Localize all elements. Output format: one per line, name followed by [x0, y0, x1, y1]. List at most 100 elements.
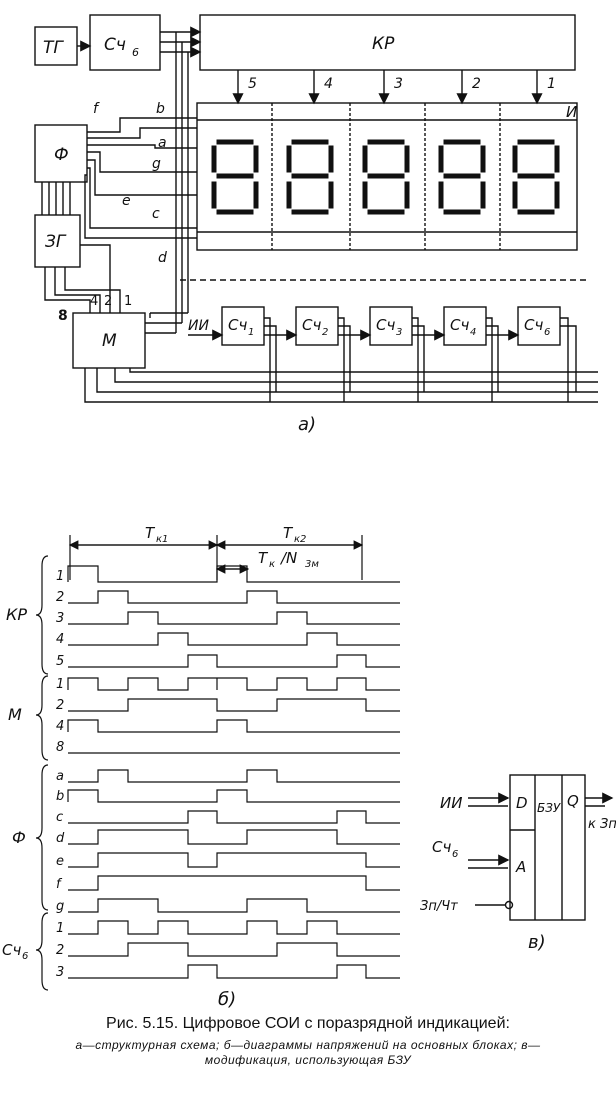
row-f-b: b [56, 789, 64, 804]
output-label: к Зп [588, 817, 616, 832]
m-input-1: 1 [124, 294, 132, 309]
wave-kr-3 [68, 611, 400, 625]
wave-f-f [68, 875, 400, 891]
wave-f-a [68, 769, 400, 783]
row-f-f: f [56, 877, 63, 892]
digit-number-2: 2 [472, 76, 481, 92]
zg-block [34, 214, 81, 268]
counter-label-1: Сч [228, 316, 247, 334]
sch6-top-label: Сч [104, 35, 126, 55]
m-input-4: 4 [90, 294, 98, 309]
counter-sub-1: 1 [248, 327, 254, 338]
scheme-a [34, 14, 598, 403]
wave-kr-2 [68, 590, 400, 604]
m-label: М [102, 331, 117, 351]
bzu-outer-block [509, 774, 586, 921]
counter-label-2: Сч [302, 316, 321, 334]
row-m-2: 2 [56, 698, 64, 713]
wave-f-e [68, 852, 400, 868]
period-sub-2: к2 [294, 534, 306, 545]
group-m: М [8, 705, 22, 724]
digit-cell-4 [286, 139, 334, 215]
wave-f-b [67, 789, 400, 803]
m-block [72, 312, 146, 369]
block-bzu: БЗУ [537, 801, 561, 815]
row-m-8: 8 [56, 740, 64, 755]
sch6-top-sub: 6 [132, 46, 139, 59]
group-sch6-sub: 6 [22, 951, 28, 962]
row-f-e: e [56, 854, 64, 869]
block-d: D [516, 794, 528, 812]
input-sch: Сч [432, 838, 451, 856]
counter-sub-6: 6 [544, 327, 550, 338]
block-q: Q [567, 792, 579, 810]
counter-label-4: Сч [450, 316, 469, 334]
f-label: Ф [54, 145, 69, 165]
row-kr-4: 4 [56, 632, 64, 647]
row-kr-1: 1 [56, 569, 64, 584]
caption-line3: модификация, использующая БЗУ [204, 1053, 412, 1067]
wave-f-g [68, 898, 400, 913]
row-m-4: 4 [56, 719, 64, 734]
counter-label-6: Сч [524, 316, 543, 334]
wave-f-d [68, 829, 400, 845]
diagram-v-label: в) [528, 932, 546, 953]
wave-m-2 [68, 698, 400, 712]
indicator-digits [211, 139, 560, 215]
wave-m-1 [67, 677, 400, 691]
kr-label: КР [372, 34, 395, 54]
step-label: T [258, 549, 269, 567]
row-sch6-1: 1 [56, 921, 64, 936]
row-kr-5: 5 [56, 654, 64, 669]
digit-cell-5 [211, 139, 259, 215]
wire-g: g [152, 156, 161, 172]
input-ii: ИИ [440, 794, 462, 812]
digit-cell-2 [438, 139, 486, 215]
wave-f-c [68, 810, 400, 824]
tg-label: ТГ [43, 38, 64, 58]
caption-title: Рис. 5.15. Цифровое СОИ с поразрядной ин… [106, 1015, 510, 1032]
wire-f: f [93, 101, 100, 117]
wave-kr-1 [67, 565, 400, 583]
digit-number-5: 5 [248, 76, 257, 92]
row-f-c: c [56, 810, 63, 825]
wave-kr-5 [68, 654, 400, 668]
group-kr: КР [6, 605, 27, 624]
counter-sub-2: 2 [322, 327, 328, 338]
wire-a: a [158, 135, 167, 151]
diagram-b-label: б) [218, 989, 236, 1010]
row-f-g: g [56, 899, 64, 914]
ii-label: ИИ [188, 318, 209, 334]
step-sub2: 3м [305, 559, 319, 570]
counter-sub-3: 3 [396, 327, 402, 338]
input-zp: Зп/Чт [420, 899, 458, 914]
row-sch6-2: 2 [56, 943, 64, 958]
row-kr-3: 3 [56, 611, 64, 626]
digit-number-1: 1 [547, 76, 556, 92]
wave-sch6-2 [68, 942, 400, 957]
m-input-8: 8 [58, 308, 68, 324]
input-sch-sub: 6 [452, 849, 458, 860]
diagram-v [468, 774, 614, 921]
period-label-2: T [283, 524, 294, 542]
step-rest: /N [279, 549, 297, 567]
zg-label: ЗГ [45, 232, 67, 252]
group-sch6: Сч [2, 941, 21, 959]
caption-line2: а—структурная схема; б—диаграммы напряже… [75, 1038, 541, 1052]
row-kr-2: 2 [56, 590, 64, 605]
digit-cell-1 [512, 139, 560, 215]
period-label-1: T [145, 524, 156, 542]
step-sub: к [269, 559, 275, 570]
wave-sch6-3 [68, 964, 400, 979]
timing-diagrams [35, 535, 400, 991]
wave-sch6-1 [68, 920, 400, 935]
digit-number-4: 4 [324, 76, 333, 92]
wire-c: c [152, 206, 160, 222]
f-block [34, 124, 88, 183]
group-f: Ф [12, 828, 26, 847]
row-sch6-3: 3 [56, 965, 64, 980]
counter-sub-4: 4 [470, 327, 476, 338]
period-sub-1: к1 [156, 534, 168, 545]
m-input-2: 2 [104, 294, 112, 309]
wire-b: b [156, 101, 165, 117]
